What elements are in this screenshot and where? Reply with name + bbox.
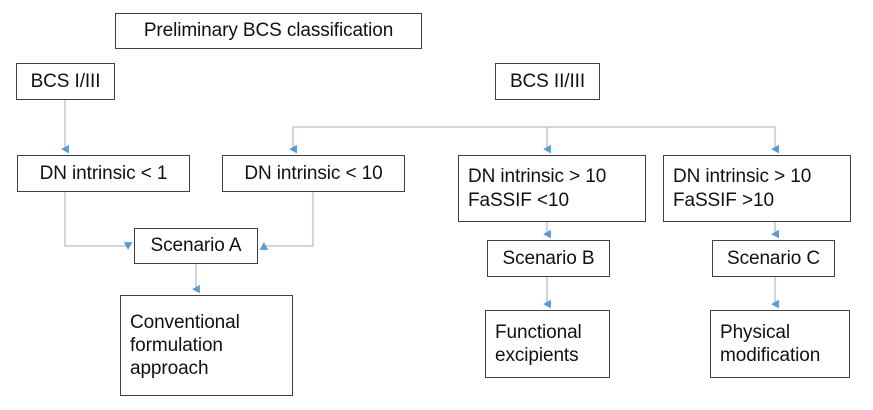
node-bcs-ii-iii[interactable]: BCS II/III [495, 63, 600, 100]
node-dn-intrinsic-lt-10[interactable]: DN intrinsic < 10 [222, 155, 405, 192]
node-dn-intrinsic-gt-10-fassif-lt-10[interactable]: DN intrinsic > 10 FaSSIF <10 [458, 155, 646, 222]
node-dn-intrinsic-gt-10-fassif-gt-10[interactable]: DN intrinsic > 10 FaSSIF >10 [663, 155, 851, 222]
edge-dn1-to-scenario-a [64, 192, 133, 250]
edge-dn10-to-scenario-a [259, 192, 314, 250]
node-scenario-c[interactable]: Scenario C [712, 240, 835, 277]
node-conventional-formulation-approach[interactable]: Conventional formulation approach [120, 295, 293, 396]
node-scenario-b[interactable]: Scenario B [487, 240, 610, 277]
node-physical-modification[interactable]: Physical modification [710, 310, 850, 378]
node-functional-excipients[interactable]: Functional excipients [485, 310, 610, 378]
node-bcs-i-iii[interactable]: BCS I/III [16, 63, 115, 100]
node-scenario-a[interactable]: Scenario A [134, 228, 258, 264]
node-dn-intrinsic-lt-1[interactable]: DN intrinsic < 1 [17, 155, 190, 192]
node-preliminary-bcs-classification[interactable]: Preliminary BCS classification [115, 13, 422, 49]
